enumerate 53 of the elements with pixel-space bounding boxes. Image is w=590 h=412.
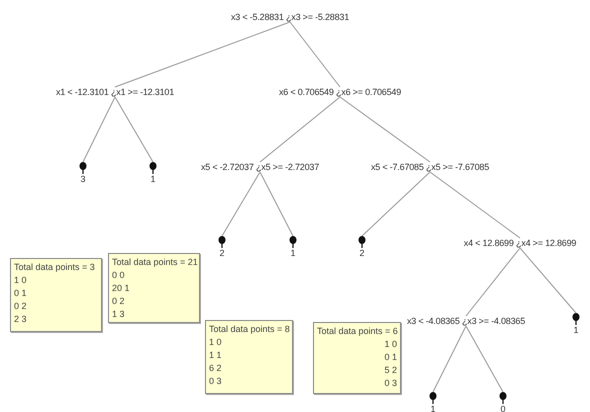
class-label: 3 xyxy=(80,174,86,184)
tree-branch-line xyxy=(114,22,290,88)
tree-branch-line xyxy=(340,96,430,162)
tree-branch-line xyxy=(260,172,294,236)
count-row-text: 1 0 xyxy=(14,274,28,287)
data-table xyxy=(108,253,200,323)
split-condition: x3 < -4.08365 ¿x3 >= -4.08365 xyxy=(406,316,526,326)
split-condition: x6 < 0.706549 ¿x6 >= 0.706549 xyxy=(278,87,402,97)
tree-branch-line xyxy=(260,96,340,162)
class-label: 0 xyxy=(500,404,506,412)
count-row-text: 1 3 xyxy=(112,308,126,321)
table-heading: Total data points = 8 xyxy=(209,323,289,336)
tree-branch-line xyxy=(466,326,504,392)
tree-branch-line xyxy=(222,172,260,236)
split-condition: x5 < -2.72037 ¿x5 >= -2.72037 xyxy=(200,162,320,172)
class-label: 1 xyxy=(150,174,156,184)
table-heading: Total data points = 3 xyxy=(14,261,96,274)
data-table xyxy=(205,320,293,394)
count-row-text: 2 3 xyxy=(14,313,28,326)
count-row-text: 0 1 xyxy=(14,287,28,300)
class-label: 1 xyxy=(573,325,578,335)
split-condition: x5 < -7.67085 ¿x5 >= -7.67085 xyxy=(370,162,490,172)
tree-branch-line xyxy=(362,172,430,236)
count-row-text: 0 0 xyxy=(112,269,126,282)
class-label: 2 xyxy=(219,248,224,258)
tree-branch-line xyxy=(466,248,520,316)
split-condition: x1 < -12.3101 ¿x1 >= -12.3101 xyxy=(56,87,174,97)
tree-branch-line xyxy=(430,172,520,238)
class-label: 1 xyxy=(430,404,436,412)
tree-branch-line xyxy=(520,248,576,314)
tree-branch-line xyxy=(432,326,466,392)
count-row-text: 0 2 xyxy=(112,295,126,308)
count-row-text: 1 0 xyxy=(209,336,223,349)
count-row-text: 20 1 xyxy=(112,282,131,295)
table-heading: Total data points = 21 xyxy=(112,256,196,269)
count-row-text: 0 3 xyxy=(209,375,223,388)
count-row-text: 5 2 xyxy=(383,364,397,377)
class-label: 2 xyxy=(359,248,364,258)
split-condition: x4 < 12.8699 ¿x4 >= 12.8699 xyxy=(464,238,576,248)
tree-branch-line xyxy=(114,96,154,162)
count-row-text: 0 2 xyxy=(14,300,28,313)
data-table xyxy=(10,258,102,332)
table-heading: Total data points = 6 xyxy=(317,325,397,338)
count-row-text: 0 1 xyxy=(383,351,397,364)
split-condition: x3 < -5.28831 ¿x3 >= -5.28831 xyxy=(230,12,350,22)
tree-branch-line xyxy=(82,96,116,162)
count-row-text: 6 2 xyxy=(209,362,223,375)
count-row-text: 1 1 xyxy=(209,349,223,362)
data-table xyxy=(313,322,401,394)
count-row-text: 0 3 xyxy=(383,377,397,390)
count-row-text: 1 0 xyxy=(383,338,397,351)
tree-branch-line xyxy=(290,22,340,88)
class-label: 1 xyxy=(290,248,296,258)
